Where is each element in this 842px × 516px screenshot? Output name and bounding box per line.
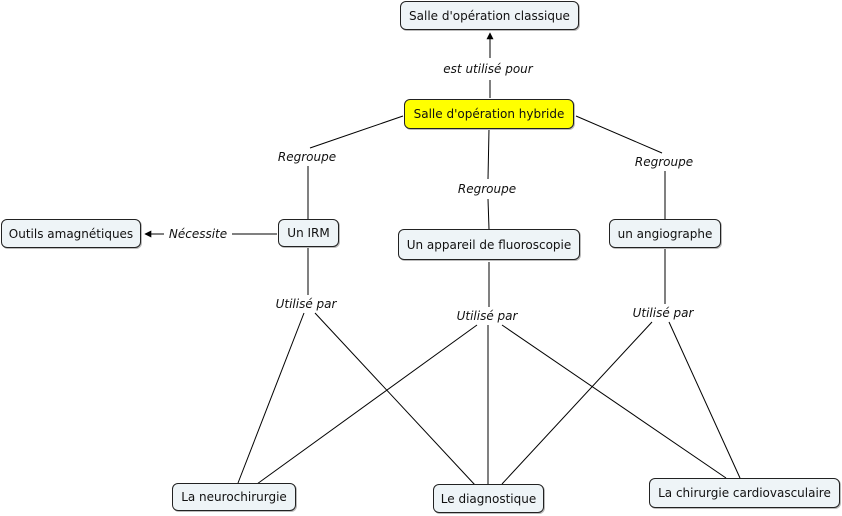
link-utilise-fluoro-to-neuro [256,324,478,485]
label-utilise-par-angio: Utilisé par [630,306,696,320]
link-utilise-irm-to-diag [314,312,476,486]
node-chirurgie-cardiovasculaire[interactable]: La chirurgie cardiovasculaire [649,478,840,508]
label-regroupe-irm: Regroupe [275,150,339,164]
label-est-utilise-pour: est utilisé pour [441,62,535,76]
link-utilise-angio-to-cardio [668,321,741,479]
node-outils-amagnetiques[interactable]: Outils amagnétiques [1,219,141,248]
label-utilise-par-fluoro: Utilisé par [454,309,520,323]
node-salle-classique[interactable]: Salle d'opération classique [400,1,579,30]
label-regroupe-fluoro: Regroupe [455,182,519,196]
node-un-irm[interactable]: Un IRM [278,219,339,247]
link-utilise-fluoro-to-cardio [501,324,727,479]
link-hybride-to-regroupe-left [309,115,404,149]
label-necessite: Nécessite [166,227,230,241]
link-hybride-to-regroupe-mid [487,128,490,180]
node-fluoroscopie[interactable]: Un appareil de fluoroscopie [398,229,580,260]
link-utilise-irm-to-neuro [237,312,305,484]
link-regroupe-mid-to-fluoro [487,198,490,230]
label-regroupe-angio: Regroupe [632,155,696,169]
node-neurochirurgie[interactable]: La neurochirurgie [172,483,296,511]
label-utilise-par-irm: Utilisé par [273,297,339,311]
node-diagnostique[interactable]: Le diagnostique [433,484,544,513]
node-angiographe[interactable]: un angiographe [609,219,721,248]
link-hybride-to-regroupe-right [575,115,663,154]
link-utilise-angio-to-diag [501,321,653,485]
node-salle-hybride[interactable]: Salle d'opération hybride [404,99,574,129]
